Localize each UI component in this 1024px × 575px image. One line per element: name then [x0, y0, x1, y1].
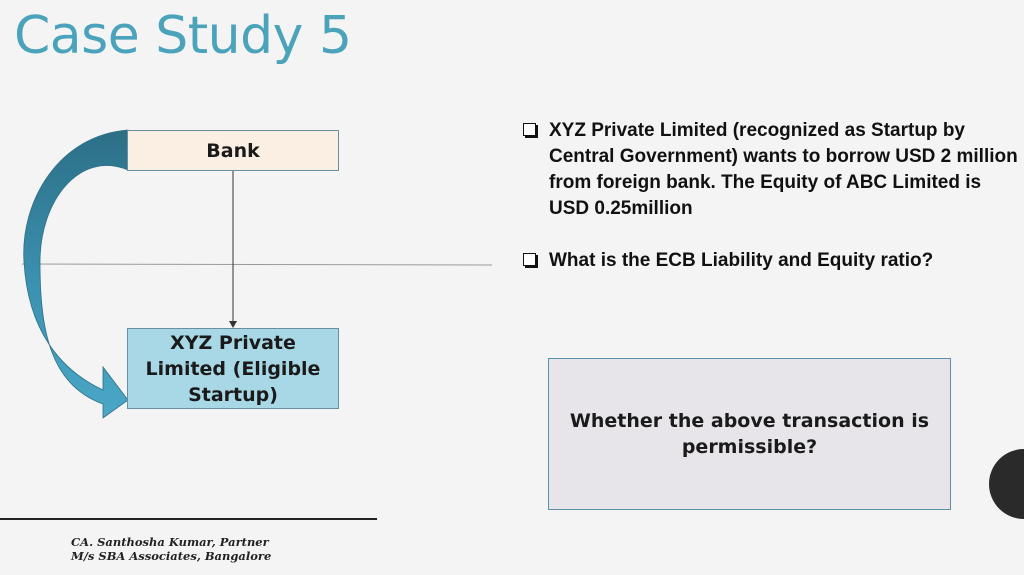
curved-arrow — [23, 129, 129, 419]
footer-line-1: CA. Santhosha Kumar, Partner — [71, 535, 269, 549]
footer-divider — [0, 518, 377, 520]
bullet-item: XYZ Private Limited (recognized as Start… — [520, 118, 1020, 222]
bullet-text: XYZ Private Limited (recognized as Start… — [549, 120, 1018, 219]
bullet-text: What is the ECB Liability and Equity rat… — [549, 250, 934, 271]
bullet-item: What is the ECB Liability and Equity rat… — [520, 248, 1020, 274]
checkbox-bullet-icon — [523, 123, 536, 136]
startup-box: XYZ Private Limited (Eligible Startup) — [127, 328, 339, 409]
bank-box: Bank — [127, 130, 339, 171]
footer-line-2: M/s SBA Associates, Bangalore — [71, 549, 272, 563]
question-box: Whether the above transaction is permiss… — [548, 358, 951, 510]
slide-title: Case Study 5 — [14, 6, 352, 66]
bullet-list: XYZ Private Limited (recognized as Start… — [520, 118, 1020, 300]
horizontal-divider — [21, 263, 493, 266]
connector-arrowhead — [229, 321, 237, 328]
checkbox-bullet-icon — [523, 253, 536, 266]
footer-credit: CA. Santhosha Kumar, Partner M/s SBA Ass… — [71, 535, 271, 563]
